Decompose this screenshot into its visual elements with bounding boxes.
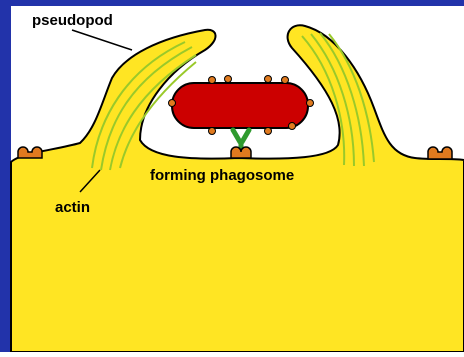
surface-molecule [265,128,272,135]
surface-molecule [225,76,232,83]
surface-molecule [307,100,314,107]
surface-molecule [282,77,289,84]
surface-molecule [209,128,216,135]
phagosome-label: forming phagosome [150,167,294,184]
surface-molecule [209,77,216,84]
pseudopod-label: pseudopod [32,12,113,29]
surface-molecule [289,123,296,130]
actin-label: actin [55,199,90,216]
bacterium [172,83,308,128]
surface-molecule [169,100,176,107]
surface-molecule [265,76,272,83]
